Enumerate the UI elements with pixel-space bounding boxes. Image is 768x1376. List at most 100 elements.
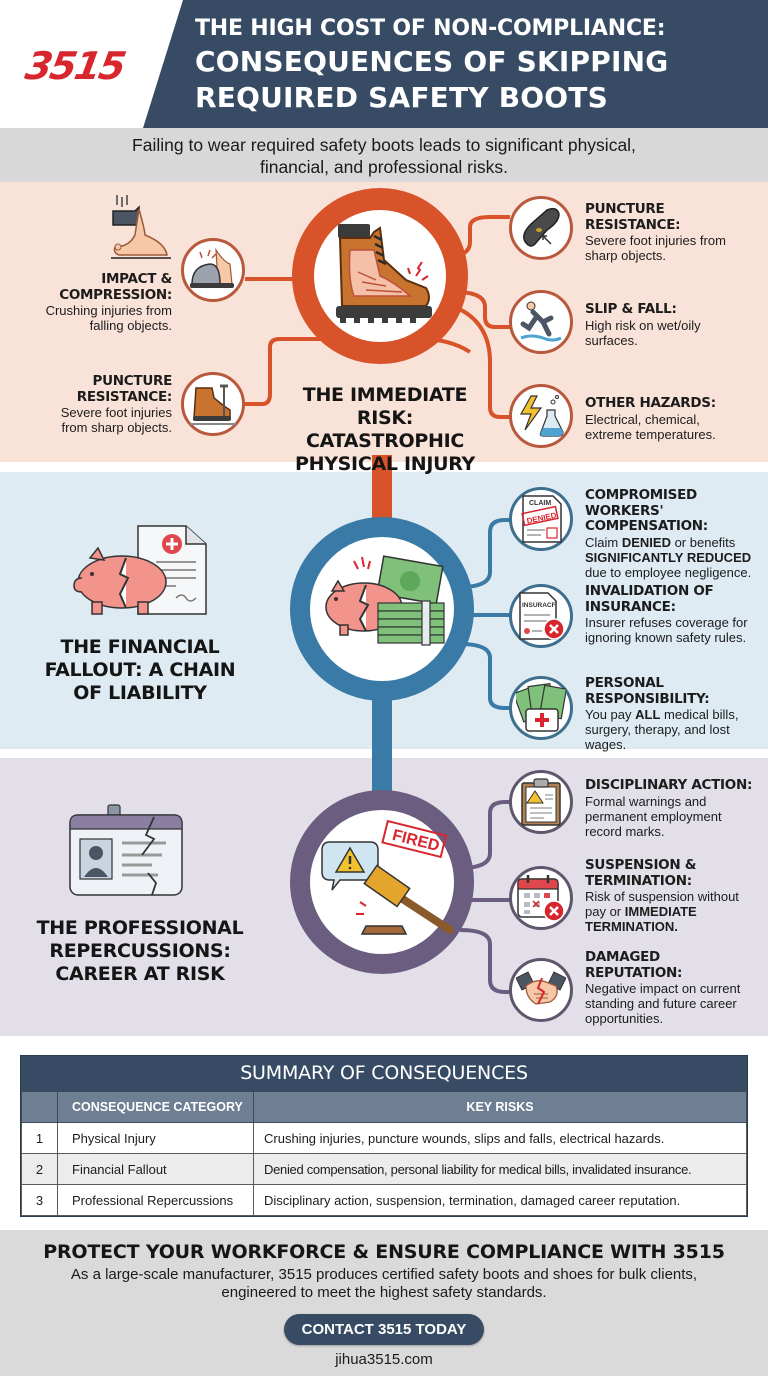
column-header-category: CONSEQUENCE CATEGORY	[57, 1091, 254, 1123]
physical-title-line-2: RISK: CATASTROPHIC	[305, 407, 465, 452]
professional-item-disciplinary: DISCIPLINARY ACTION: Formal warnings and…	[585, 777, 768, 839]
item-heading: INVALIDATION OF	[585, 583, 714, 599]
money-medkit-icon	[516, 683, 566, 732]
footer: PROTECT YOUR WORKFORCE & ENSURE COMPLIAN…	[0, 1230, 768, 1376]
row-number: 2	[21, 1153, 58, 1185]
item-text: Severe foot injuries from	[585, 233, 726, 248]
slipping-person-icon	[520, 301, 562, 342]
title-line-2: CONSEQUENCES OF SKIPPING	[195, 45, 669, 78]
puncture-resistance-right-circle	[509, 196, 573, 260]
item-text: permanent employment	[585, 808, 722, 824]
item-heading: PUNCTURE	[92, 373, 173, 389]
denied-claim-icon: CLAIM DENIED	[521, 495, 562, 543]
item-heading: RESISTANCE:	[585, 216, 681, 233]
item-text: sharp objects.	[585, 248, 666, 263]
brand-logo[interactable]: 3515	[22, 44, 128, 88]
item-heading: SLIP & FALL:	[585, 301, 677, 317]
financial-connectors	[460, 518, 515, 710]
financial-item-insurance: INVALIDATION OF INSURANCE: Insurer refus…	[585, 583, 768, 645]
boot-xray-icon	[336, 224, 432, 323]
row-category: Professional Repercussions	[57, 1184, 254, 1216]
suspension-termination-circle	[509, 866, 573, 930]
svg-text:CLAIM: CLAIM	[529, 500, 551, 507]
slip-fall-circle	[509, 290, 573, 354]
impact-compression-circle	[181, 238, 245, 302]
item-heading: RESISTANCE:	[76, 388, 173, 405]
row-risks: Denied compensation, personal liability …	[253, 1153, 747, 1185]
item-heading: COMPENSATION:	[585, 518, 708, 534]
table-header-row: CONSEQUENCE CATEGORY KEY RISKS	[21, 1091, 747, 1123]
footer-desc-line-2: engineered to meet the highest safety st…	[221, 1284, 547, 1301]
contact-button[interactable]: CONTACT 3515 TODAY	[283, 1314, 485, 1345]
website-link[interactable]: jihua3515.com	[335, 1351, 433, 1368]
insurance-rejected-icon: INSURACF	[519, 592, 565, 640]
physical-title-line-1: THE IMMEDIATE	[302, 384, 468, 406]
summary-table-title: SUMMARY OF CONSEQUENCES	[21, 1056, 747, 1091]
item-text: record marks.	[585, 823, 665, 839]
title-line-1: THE HIGH COST OF NON-COMPLIANCE:	[195, 16, 666, 41]
insurance-circle: INSURACF	[509, 584, 573, 648]
fired-gavel-icon: FIRED	[321, 819, 454, 935]
financial-title-line-2: FALLOUT: A CHAIN	[44, 659, 236, 681]
workers-comp-circle: CLAIM DENIED	[509, 487, 573, 551]
item-heading: COMPROMISED WORKERS'	[585, 487, 697, 519]
item-text: Risk of suspension without	[585, 889, 739, 904]
professional-connectors	[460, 800, 515, 994]
table-row: 3 Professional Repercussions Disciplinar…	[21, 1184, 747, 1216]
item-heading: DAMAGED	[585, 949, 660, 965]
broken-handshake-icon	[516, 971, 566, 1005]
item-heading: SUSPENSION &	[585, 857, 697, 873]
calendar-x-icon	[517, 875, 565, 922]
broken-id-badge-icon	[69, 804, 183, 896]
steel-toe-icon	[190, 248, 234, 288]
falling-block-foot-icon	[111, 195, 171, 259]
physical-item-puncture-left: PUNCTURE RESISTANCE: Severe foot injurie…	[20, 373, 173, 435]
page-title: THE HIGH COST OF NON-COMPLIANCE: CONSEQU…	[195, 14, 755, 116]
physical-section-title: THE IMMEDIATE RISK: CATASTROPHIC PHYSICA…	[280, 384, 490, 476]
professional-item-suspension: SUSPENSION & TERMINATION: Risk of suspen…	[585, 857, 768, 934]
row-risks: Crushing injuries, puncture wounds, slip…	[253, 1122, 747, 1154]
spine-connector-financial	[372, 700, 392, 800]
item-text: opportunities.	[585, 1011, 664, 1026]
professional-item-reputation: DAMAGED REPUTATION: Negative impact on c…	[585, 949, 768, 1026]
financial-title-line-1: THE FINANCIAL	[60, 636, 220, 658]
physical-hub-circle	[292, 188, 468, 364]
clipboard-warning-icon	[521, 778, 561, 826]
svg-text:INSURACF: INSURACF	[522, 602, 556, 609]
item-text: Claim DENIED or benefits	[585, 534, 736, 550]
financial-hub-circle	[290, 517, 474, 701]
item-heading: IMPACT &	[101, 271, 172, 287]
other-hazards-circle	[509, 384, 573, 448]
item-heading: RESPONSIBILITY:	[585, 690, 710, 707]
item-text: Electrical, chemical,	[585, 411, 700, 427]
nail-boot-icon	[190, 384, 236, 425]
damaged-reputation-circle	[509, 958, 573, 1022]
spine-connector-physical	[372, 455, 392, 525]
table-row: 1 Physical Injury Crushing injuries, pun…	[21, 1122, 747, 1154]
header: 3515 THE HIGH COST OF NON-COMPLIANCE: CO…	[0, 0, 768, 128]
item-text: TERMINATION.	[585, 919, 678, 934]
item-text: High risk on wet/oily	[585, 317, 701, 333]
physical-item-other-hazards: OTHER HAZARDS: Electrical, chemical, ext…	[585, 395, 765, 441]
row-category: Physical Injury	[57, 1122, 254, 1154]
physical-item-impact: IMPACT & COMPRESSION: Crushing injuries …	[20, 271, 173, 333]
item-text: surgery, therapy, and lost wages.	[585, 722, 730, 752]
professional-section-title: THE PROFESSIONAL REPERCUSSIONS: CAREER A…	[25, 917, 255, 986]
item-text: SIGNIFICANTLY REDUCED	[585, 549, 752, 565]
financial-item-workers-comp: COMPROMISED WORKERS' COMPENSATION: Claim…	[585, 487, 768, 579]
physical-item-puncture-right: PUNCTURE RESISTANCE: Severe foot injurie…	[585, 201, 765, 263]
header-band	[143, 0, 768, 128]
subtitle-line-2: financial, and professional risks.	[259, 157, 509, 177]
personal-responsibility-circle	[509, 676, 573, 740]
row-number: 1	[21, 1122, 58, 1154]
subtitle-line-1: Failing to wear required safety boots le…	[132, 135, 636, 155]
item-heading: INSURANCE:	[585, 598, 676, 615]
footer-desc-line-1: As a large-scale manufacturer, 3515 prod…	[70, 1266, 698, 1283]
professional-hub-circle: FIRED	[290, 790, 474, 974]
physical-item-slip-fall: SLIP & FALL: High risk on wet/oily surfa…	[585, 301, 765, 347]
item-heading: TERMINATION:	[585, 872, 692, 889]
table-row: 2 Financial Fallout Denied compensation,…	[21, 1153, 747, 1185]
item-text: from sharp objects.	[61, 420, 172, 435]
financial-item-personal-responsibility: PERSONAL RESPONSIBILITY: You pay ALL med…	[585, 675, 768, 752]
puncture-resistance-left-circle	[181, 372, 245, 436]
